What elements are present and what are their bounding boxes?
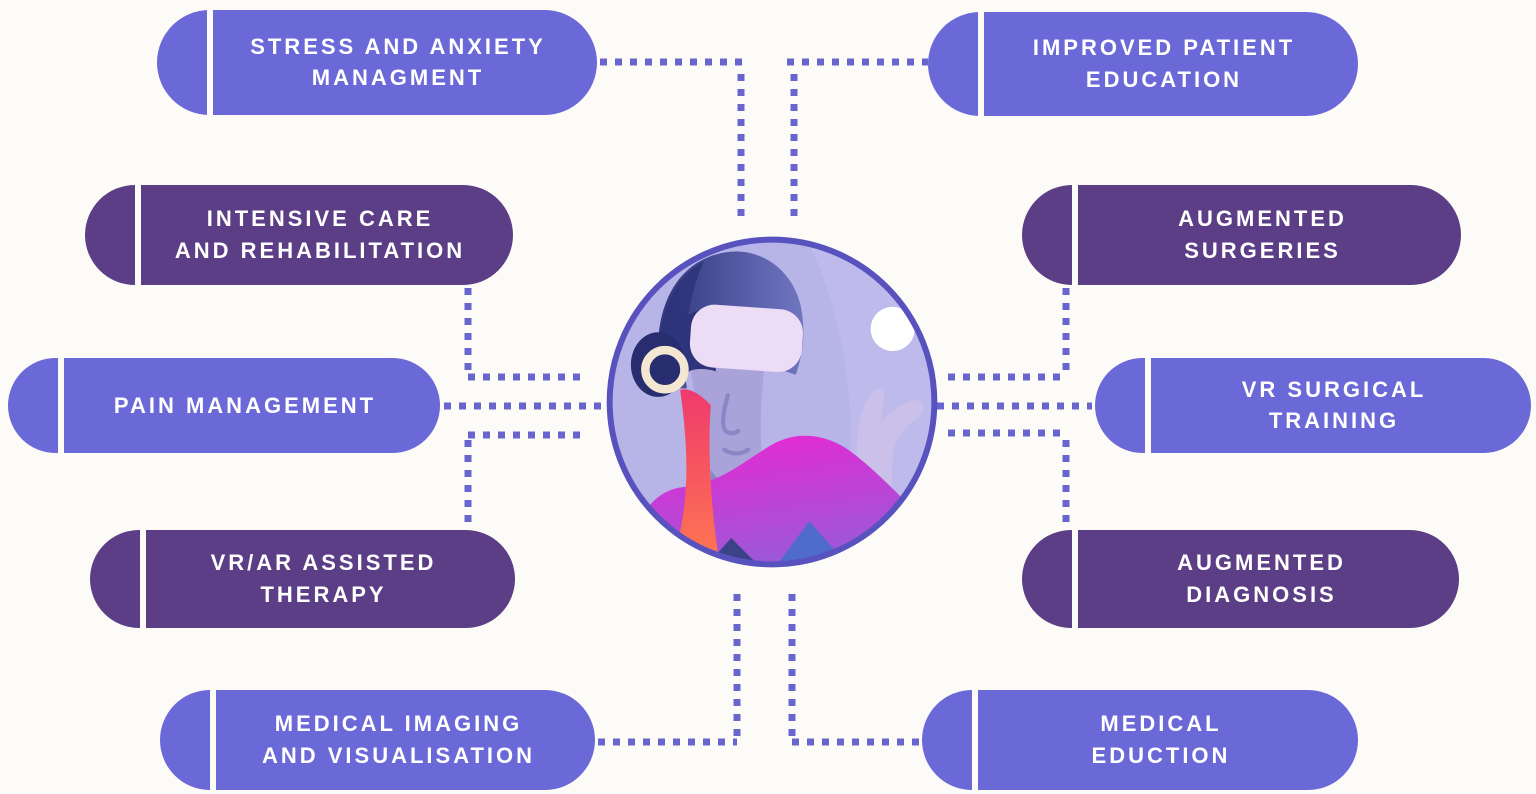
pill-separator — [210, 690, 216, 790]
pill-augmented-surgeries: AUGMENTED SURGERIES — [1022, 185, 1461, 285]
pill-separator — [978, 12, 984, 116]
pill-medical-imaging-visualisation: MEDICAL IMAGING AND VISUALISATION — [160, 690, 595, 790]
pill-separator — [140, 530, 146, 628]
center-illustration — [602, 232, 942, 572]
pill-improved-patient-education: IMPROVED PATIENT EDUCATION — [928, 12, 1358, 116]
pill-separator — [1145, 358, 1151, 453]
pill-separator — [1072, 185, 1078, 285]
pill-separator — [135, 185, 141, 285]
pill-augmented-diagnosis: AUGMENTED DIAGNOSIS — [1022, 530, 1459, 628]
pill-label: PAIN MANAGEMENT — [113, 392, 377, 418]
pill-stress-anxiety-managment: STRESS AND ANXIETY MANAGMENT — [157, 10, 597, 115]
pill-label: IMPROVED PATIENT EDUCATION — [1032, 35, 1296, 92]
pill-label: VR SURGICAL TRAINING — [1241, 376, 1427, 434]
vr-person-icon — [606, 236, 938, 568]
pill-label: MEDICAL IMAGING AND VISUALISATION — [261, 711, 536, 768]
pill-vr-ar-assisted-therapy: VR/AR ASSISTED THERAPY — [90, 530, 515, 628]
pill-label: MEDICAL EDUCTION — [1091, 711, 1231, 768]
pill-label: INTENSIVE CARE AND REHABILITATION — [174, 206, 466, 263]
neck-shape — [678, 389, 721, 562]
floating-ball-shape — [870, 306, 915, 351]
vr-headset-shape — [689, 304, 803, 373]
pill-separator — [207, 10, 213, 115]
pill-pain-management: PAIN MANAGEMENT — [8, 358, 440, 453]
pill-label: AUGMENTED SURGERIES — [1178, 206, 1347, 263]
pill-separator — [972, 690, 978, 790]
pill-separator — [58, 358, 64, 453]
pill-label: AUGMENTED DIAGNOSIS — [1177, 550, 1346, 607]
pill-label: STRESS AND ANXIETY MANAGMENT — [250, 33, 546, 91]
pill-medical-eduction: MEDICAL EDUCTION — [922, 690, 1358, 790]
pill-intensive-care-rehabilitation: INTENSIVE CARE AND REHABILITATION — [85, 185, 513, 285]
pill-separator — [1072, 530, 1078, 628]
pill-label: VR/AR ASSISTED THERAPY — [210, 550, 437, 607]
pill-vr-surgical-training: VR SURGICAL TRAINING — [1095, 358, 1531, 453]
circle-border — [606, 236, 938, 568]
